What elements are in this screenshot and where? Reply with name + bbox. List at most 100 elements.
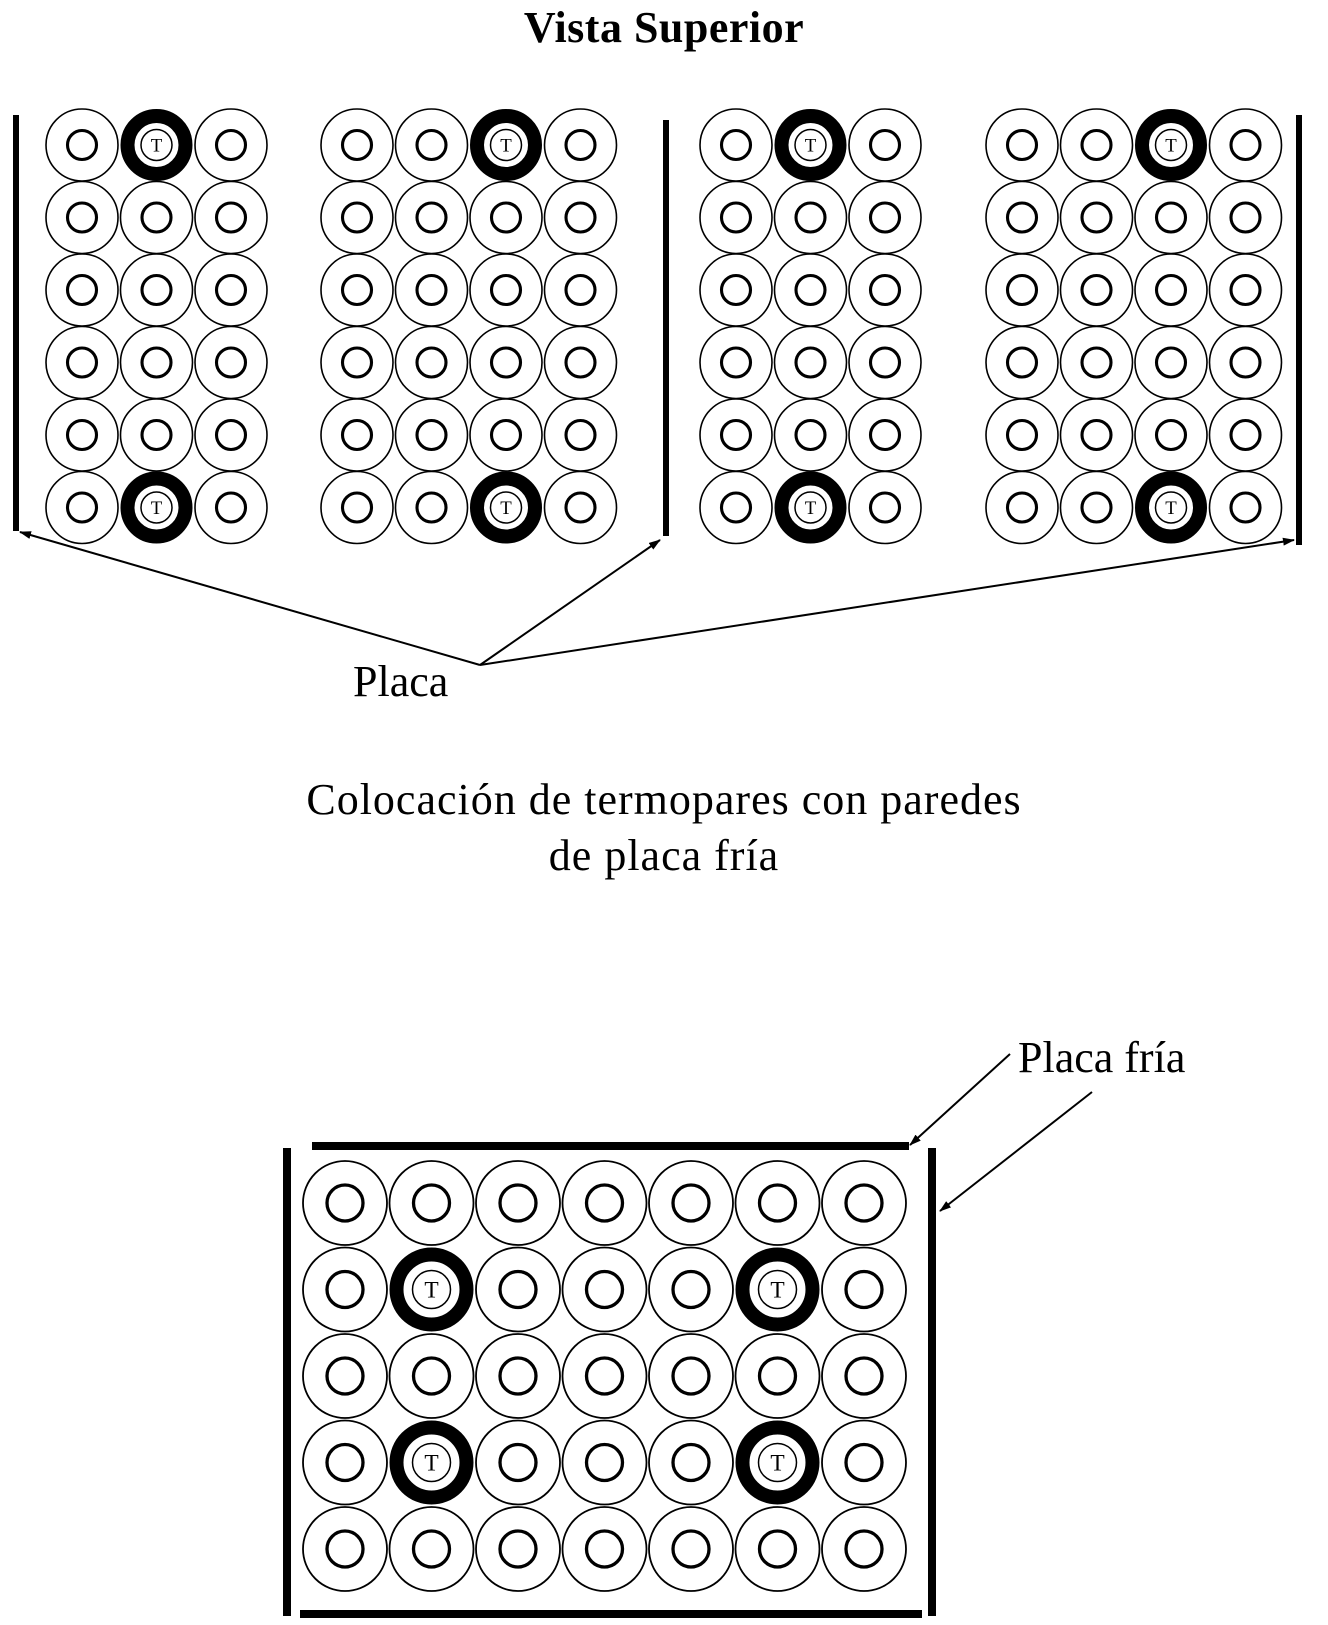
cell	[302, 1419, 388, 1506]
cell	[469, 398, 543, 472]
thermocouple-ring	[120, 109, 193, 181]
cell-inner	[214, 128, 248, 162]
cell	[194, 180, 268, 255]
cell	[561, 1246, 648, 1333]
cell-inner	[564, 346, 597, 379]
cell-inner	[498, 1529, 538, 1569]
cell	[773, 180, 848, 255]
thermocouple-ring	[1135, 109, 1207, 181]
cell	[194, 253, 268, 327]
cell-outer	[985, 470, 1059, 545]
cell-outer	[821, 1419, 907, 1506]
thermocouple-marker: T	[151, 498, 163, 519]
cell-inner	[1005, 491, 1039, 524]
cell-outer	[734, 1333, 821, 1419]
cell-inner	[671, 1356, 711, 1396]
cell-inner	[140, 418, 173, 452]
cell-inner	[1005, 201, 1039, 234]
cell-outer	[985, 398, 1059, 472]
thermocouple-core	[489, 491, 523, 524]
thermocouple-cell: T	[120, 471, 193, 544]
cell	[1208, 398, 1283, 472]
cell-outer	[821, 1333, 907, 1419]
cell	[821, 1160, 907, 1246]
cell-outer	[734, 1160, 821, 1246]
cell	[985, 253, 1059, 327]
cell	[475, 1333, 561, 1419]
cell-outer	[561, 1160, 648, 1246]
cell-inner	[415, 418, 448, 452]
cell	[848, 180, 922, 255]
cell	[1208, 325, 1283, 400]
cell-outer	[475, 1246, 561, 1333]
cell-outer	[543, 470, 618, 545]
cell	[194, 398, 268, 472]
cell-inner	[1080, 491, 1113, 524]
placa-arrow-left	[19, 531, 481, 666]
cell-inner	[65, 418, 99, 452]
cell	[543, 470, 618, 545]
cell-outer	[543, 398, 618, 472]
cell	[119, 180, 194, 255]
cell-outer	[475, 1506, 561, 1592]
cell-inner	[214, 201, 248, 234]
cell-outer	[1059, 470, 1134, 545]
cell	[848, 108, 922, 182]
cell-outer	[388, 1333, 475, 1419]
thermocouple-ring	[774, 109, 847, 181]
cell-outer	[302, 1160, 388, 1246]
cell-inner	[340, 201, 374, 234]
cell	[561, 1160, 648, 1246]
cell-inner	[584, 1529, 625, 1569]
cell-outer	[773, 253, 848, 327]
cell-outer	[543, 108, 618, 182]
cell	[119, 253, 194, 327]
thermocouple-marker: T	[424, 1278, 438, 1304]
cell-inner	[794, 201, 827, 234]
cell-inner	[719, 273, 753, 307]
cell-inner	[325, 1269, 365, 1310]
cell-inner	[584, 1356, 625, 1396]
cell	[469, 180, 543, 255]
cell-inner	[1154, 273, 1188, 307]
cell-outer	[985, 253, 1059, 327]
thermocouple-ring	[470, 471, 542, 544]
placa-fria-arrow-side	[939, 1091, 1093, 1212]
thermocouple-core	[489, 128, 523, 162]
cell-module-4: TT	[985, 108, 1283, 545]
cell-inner	[757, 1529, 798, 1569]
cell-inner	[1229, 491, 1262, 524]
cell	[302, 1333, 388, 1419]
cell-outer	[1134, 180, 1208, 255]
cell-inner	[340, 346, 374, 379]
cell-inner	[1080, 201, 1113, 234]
cell-outer	[394, 470, 469, 545]
cell-inner	[140, 201, 173, 234]
cell-inner	[325, 1529, 365, 1569]
cell-inner	[719, 128, 753, 162]
cell-inner	[489, 418, 523, 452]
cell	[475, 1419, 561, 1506]
cell	[985, 470, 1059, 545]
cell-outer	[119, 253, 194, 327]
cell-outer	[45, 253, 119, 327]
cell-outer	[475, 1160, 561, 1246]
cell	[699, 108, 773, 182]
cell-inner	[1080, 346, 1113, 379]
cell-inner	[214, 491, 248, 524]
thermocouple-ring	[470, 109, 542, 181]
cell	[985, 180, 1059, 255]
thermocouple-core	[1154, 128, 1188, 162]
cell	[45, 470, 119, 545]
cell	[561, 1419, 648, 1506]
cell	[848, 398, 922, 472]
cell-outer	[734, 1506, 821, 1592]
cell	[699, 470, 773, 545]
cell	[543, 398, 618, 472]
placa-label: Placa	[353, 657, 449, 706]
thermocouple-core	[794, 491, 827, 524]
thermocouple-cell: T	[470, 471, 542, 544]
thermocouple-ring	[774, 471, 847, 544]
cell-outer	[320, 253, 394, 327]
